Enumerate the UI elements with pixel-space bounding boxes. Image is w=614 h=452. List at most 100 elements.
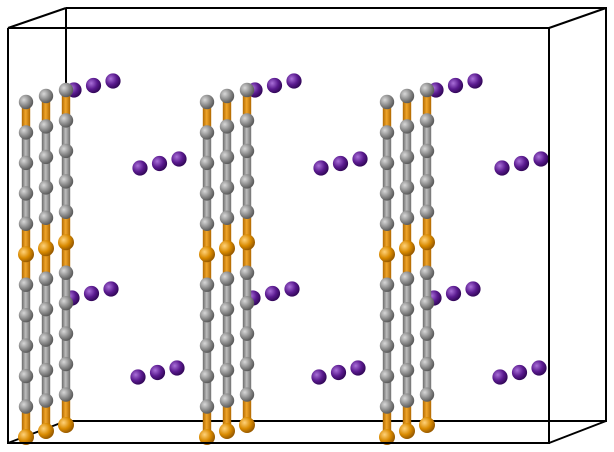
carbon-atom [58,174,74,189]
carbon-atom [239,204,255,220]
carbon-atom [38,301,54,317]
carbon-atom [38,362,54,378]
carbon-atom [239,82,255,98]
carbon-atom [58,326,74,341]
metal-bond [61,90,71,121]
carbon-atom [199,399,215,414]
carbon-atom [58,82,74,98]
iodine-cluster [66,73,121,98]
metal-bond [402,248,412,279]
carbon-atom [38,393,54,408]
iodine-atom [103,281,119,297]
carbon-atom [419,204,435,220]
metal-bond [242,90,252,121]
carbon-atom [58,204,74,220]
carbon-atom [199,216,215,232]
metal-bond [402,217,412,249]
iodine-atom [284,281,300,297]
carbon-bond [242,120,252,151]
cell-edge [548,420,607,444]
polymer-chain [419,82,435,433]
carbon-bond [382,193,392,224]
carbon-bond [61,120,71,151]
carbon-atom [419,82,435,98]
carbon-bond [41,309,51,340]
carbon-atom [18,216,34,232]
iodine-atom [311,369,327,385]
carbon-atom [379,125,395,140]
iodine-cluster [494,151,549,176]
carbon-atom [399,210,415,226]
iodine-atom [352,151,368,167]
iodine-atom [313,160,329,176]
cell-edge [7,7,67,29]
carbon-bond [402,187,412,218]
iodine-atom [531,360,547,376]
iodine-atoms [64,73,549,385]
metal-bond [402,96,412,127]
metal-bond [242,394,252,425]
carbon-bond [61,333,71,365]
metal-atom [219,423,235,439]
carbon-atom [219,149,235,165]
polymer-chain [199,94,215,445]
carbon-atom [58,295,74,311]
carbon-atom [58,143,74,159]
carbon-atom [419,143,435,159]
carbon-bond [41,187,51,218]
chain-group [18,82,74,445]
metal-bond [242,242,252,273]
carbon-bond [61,181,71,212]
iodine-atom [494,160,510,176]
iodine-atom [492,369,508,385]
carbon-atom [239,265,255,280]
metal-bond [242,211,252,243]
iodine-atom [264,285,281,302]
iodine-atom [83,285,100,302]
carbon-bond [21,345,31,377]
iodine-atom [445,285,462,302]
metal-bond [41,96,51,127]
polymer-chains [18,82,435,445]
metal-atom [199,246,215,263]
carbon-bond [222,156,232,188]
metal-bond [41,400,51,431]
metal-atom [379,429,395,445]
metal-bond [202,102,212,133]
carbon-atom [239,326,255,341]
carbon-atom [399,362,415,378]
carbon-atom [419,265,435,280]
iodine-atom [169,360,185,376]
iodine-atom [332,155,349,172]
iodine-atom [330,364,347,381]
carbon-atom [38,119,54,134]
iodine-atom [467,73,483,89]
carbon-atom [399,301,415,317]
metal-atom [199,429,215,445]
metal-bond [222,248,232,279]
metal-atom [38,240,54,257]
iodine-cluster [313,151,368,176]
metal-bond [41,217,51,249]
carbon-atom [199,338,215,353]
carbon-atom [379,155,395,171]
polymer-chain [219,88,235,439]
carbon-atom [199,186,215,201]
carbon-bond [402,126,412,157]
unit-cell-front-edges [7,7,607,444]
carbon-atom [219,393,235,408]
iodine-atom [286,73,302,89]
carbon-bond [422,120,432,151]
carbon-atom [379,338,395,353]
metal-atom [399,423,415,439]
metal-bond [422,211,432,243]
cell-edge [548,7,607,29]
iodine-atom [266,77,283,94]
cell-back-face [65,7,607,422]
carbon-bond [402,309,412,340]
carbon-bond [222,278,232,310]
carbon-bond [222,187,232,218]
metal-bond [422,394,432,425]
carbon-atom [199,368,215,384]
